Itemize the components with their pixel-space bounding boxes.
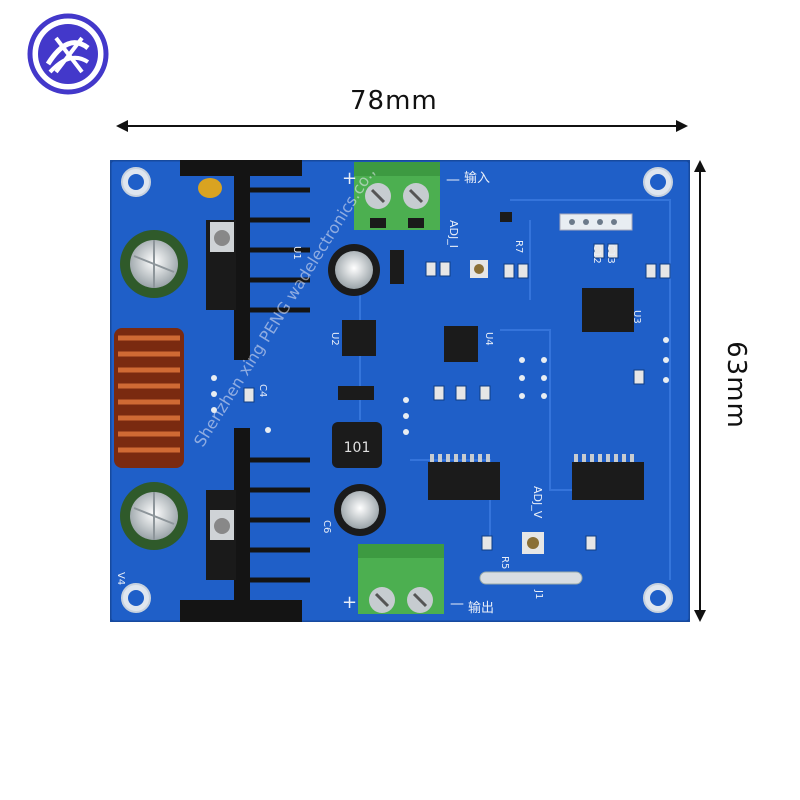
silkscreen-label: U4 <box>483 332 494 346</box>
silkscreen-label: C6 <box>321 520 332 533</box>
width-dimension-arrow <box>116 118 688 134</box>
silkscreen-label: C4 <box>257 384 268 397</box>
silkscreen-label: J1 <box>533 589 544 599</box>
pcb-board: 101 <box>108 154 692 624</box>
brand-logo <box>26 12 110 96</box>
silkscreen-label: — <box>446 172 460 188</box>
silkscreen-label: U2 <box>329 332 340 346</box>
width-dimension-label: 78mm <box>350 86 438 116</box>
silkscreen-label: U1 <box>291 246 302 260</box>
inductor-marking: 101 <box>344 440 371 456</box>
silkscreen-label: 输出 <box>468 600 494 616</box>
height-dimension-arrow <box>692 160 708 622</box>
silkscreen-label: V4 <box>115 572 126 585</box>
silkscreen-label: 输入 <box>464 170 490 186</box>
silkscreen-label: + <box>342 168 357 189</box>
silkscreen-label: + <box>342 592 357 613</box>
silkscreen-label: — <box>450 596 464 612</box>
silkscreen-label: C12 <box>591 244 602 264</box>
silkscreen-label: ADJ_I <box>447 220 460 248</box>
silkscreen-label: C13 <box>605 244 616 264</box>
height-dimension-label: 63mm <box>721 341 751 429</box>
silkscreen-label: R5 <box>499 556 510 569</box>
silkscreen-label: R7 <box>513 240 524 253</box>
silkscreen-label: U3 <box>631 310 642 324</box>
silkscreen-label: ADJ_V <box>531 486 544 519</box>
